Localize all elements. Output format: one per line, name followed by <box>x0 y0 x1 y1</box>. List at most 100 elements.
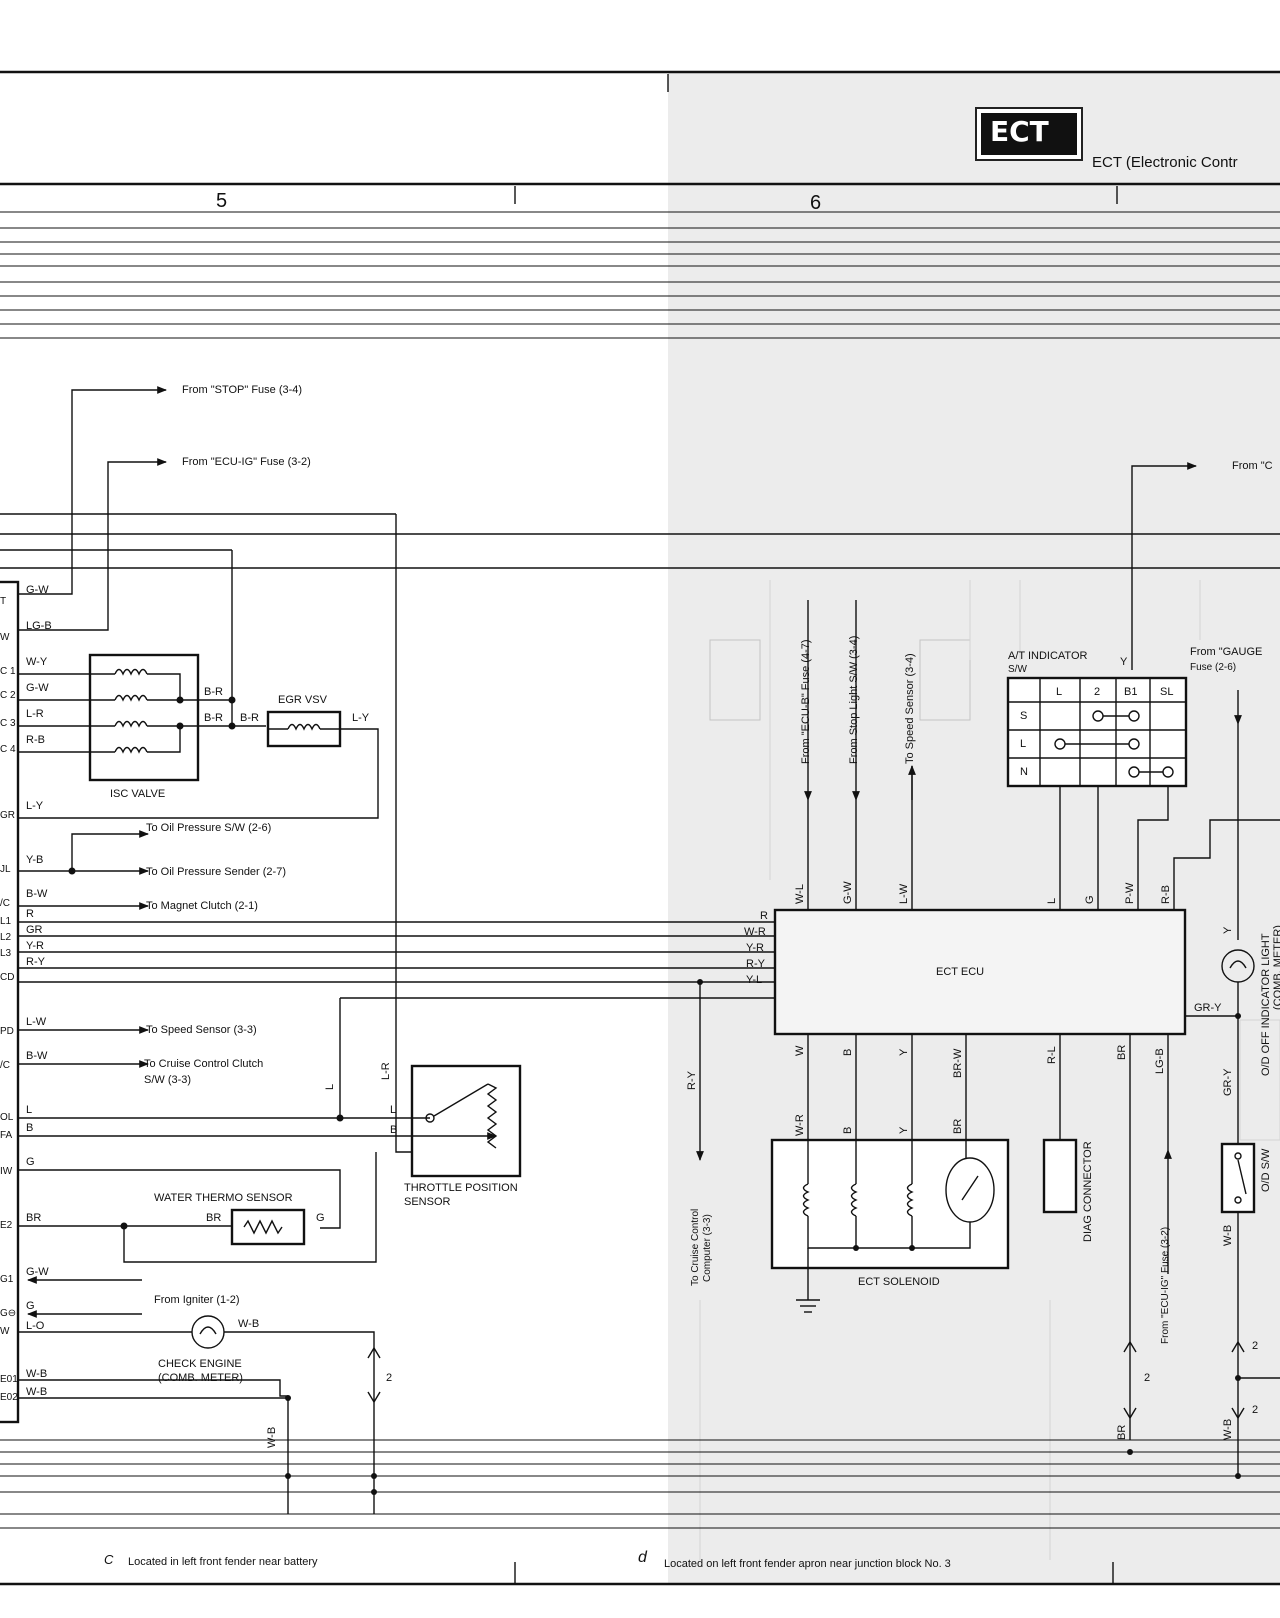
wire-code: G <box>316 1212 325 1224</box>
wire-code: W-B <box>1222 1418 1234 1440</box>
wire-code: LG-B <box>26 620 52 632</box>
column-6-label: 6 <box>810 192 822 214</box>
ecu-bottom-pin: BR <box>1116 1044 1128 1060</box>
at-row-label: S <box>1020 710 1028 722</box>
left-pin-label: GR <box>0 810 15 821</box>
wire-code: W-R <box>794 1114 806 1136</box>
at-col-label: 2 <box>1094 686 1101 698</box>
od-off-light-label: O/D OFF INDICATOR LIGHT <box>1260 933 1272 1076</box>
page-title: ECT (Electronic Contr <box>1092 154 1238 171</box>
wire-code: BR <box>1116 1424 1128 1440</box>
left-pin-label: FA <box>0 1130 13 1141</box>
top-bus-wires <box>0 211 1280 339</box>
at-row-label: L <box>1020 738 1027 750</box>
left-pin-label: /C <box>0 1060 10 1071</box>
ecu-bottom-pin: Y <box>898 1048 910 1056</box>
wire-code: R-Y <box>686 1071 698 1090</box>
wire-code: B-W <box>26 888 48 900</box>
ecu-bottom-pin: B <box>842 1048 854 1056</box>
left-pin-label: PD <box>0 1026 14 1037</box>
ecu-top-pin: L <box>1046 897 1058 904</box>
water-thermo-label: WATER THERMO SENSOR <box>154 1192 293 1204</box>
isc-valve-label: ISC VALVE <box>110 788 166 800</box>
ecu-bottom-pin: BR-W <box>952 1048 964 1078</box>
wire-code: W-B <box>26 1386 48 1398</box>
wire-code: BR <box>952 1118 964 1134</box>
water-thermo-box <box>230 1208 306 1246</box>
wire-code: L-W <box>26 1016 47 1028</box>
wire-code: Y <box>1222 926 1234 934</box>
ecu-bottom-pin: R-L <box>1046 1046 1058 1064</box>
left-pin-label: G⊖ <box>0 1308 17 1319</box>
left-pin-label: C 4 <box>0 744 16 755</box>
footer-note-d-mark: d <box>638 1549 647 1566</box>
from-c-feed: From "C <box>1232 460 1273 472</box>
wire-code: GR <box>26 924 43 936</box>
wire-code: L-O <box>26 1320 45 1332</box>
wire-code: G-W <box>26 584 49 596</box>
throttle-sensor-label: THROTTLE POSITION <box>404 1182 518 1194</box>
cruise-clutch-label: To Cruise Control Clutch <box>144 1058 264 1070</box>
cruise-computer-label-2: Computer (3-3) <box>702 1214 713 1282</box>
wire-code: W-B <box>26 1368 48 1380</box>
check-engine-label-2: (COMB. METER) <box>158 1372 243 1384</box>
left-pin-label: OL <box>0 1112 14 1123</box>
wire-code: BR <box>206 1212 222 1224</box>
left-pin-label: JL <box>0 864 11 875</box>
ecu-left-pin: Y-L <box>746 974 763 986</box>
wire-code: R <box>26 908 34 920</box>
left-pin-label: L2 <box>0 932 12 943</box>
bleed-through-marks <box>699 580 1280 1560</box>
wire-code: L <box>26 1104 33 1116</box>
diag-connector-label: DIAG CONNECTOR <box>1082 1141 1094 1242</box>
ecu-left-pin: W-R <box>744 926 766 938</box>
wire-code: B-W <box>26 1050 48 1062</box>
bottom-bus-wires <box>0 1439 1280 1529</box>
oil-pressure-sw-label: To Oil Pressure S/W (2-6) <box>146 822 272 834</box>
ecu-bottom-pin: LG-B <box>1154 1048 1166 1074</box>
ect-badge-text: ECT <box>990 115 1049 148</box>
wire-code: L <box>324 1083 336 1090</box>
ecu-bottom-pin: W <box>794 1045 806 1056</box>
connector-number: 2 <box>1252 1404 1259 1416</box>
at-indicator-title-2: S/W <box>1008 664 1027 675</box>
connector-number: 2 <box>1252 1340 1259 1352</box>
left-pin-label: W <box>0 632 10 643</box>
wire-code: G <box>26 1156 35 1168</box>
wire-code: W-B <box>266 1426 278 1448</box>
ecu-ig-fuse-feed: From "ECU-IG" Fuse (3-2) <box>182 456 311 468</box>
speed-sensor-top-label: To Speed Sensor (3-4) <box>904 653 916 764</box>
ect-ecu-box <box>773 908 1187 1036</box>
left-pin-label: /C <box>0 898 10 909</box>
wire-code: L-Y <box>352 712 370 724</box>
wire-code: B-R <box>204 712 223 724</box>
at-indicator-switch <box>1006 676 1188 788</box>
at-indicator-title: A/T INDICATOR <box>1008 650 1088 662</box>
gauge-fuse-feed: From "GAUGE <box>1190 646 1263 658</box>
left-pin-label: E2 <box>0 1220 13 1231</box>
check-engine-label: CHECK ENGINE <box>158 1358 242 1370</box>
oil-pressure-sender-label: To Oil Pressure Sender (2-7) <box>146 866 286 878</box>
left-pin-label: CD <box>0 972 15 983</box>
ect-badge <box>981 113 1077 155</box>
wire-code: W-Y <box>26 656 48 668</box>
left-pin-label: C 2 <box>0 690 16 701</box>
wire-code: Y-B <box>26 854 44 866</box>
left-pin-label: W <box>0 1326 10 1337</box>
column-5-label: 5 <box>216 190 228 212</box>
od-off-light-label-2: (COMB. METER) <box>1272 925 1280 1010</box>
engine-ecu-box <box>0 580 20 1424</box>
ecu-top-pin: L-W <box>898 883 910 904</box>
wire-code: B-R <box>204 686 223 698</box>
left-pin-label: E01 <box>0 1374 18 1385</box>
isc-coils <box>114 668 148 754</box>
ecu-right-pin: GR-Y <box>1194 1002 1222 1014</box>
speed-sensor-label: To Speed Sensor (3-3) <box>146 1024 257 1036</box>
wire-code: R-B <box>26 734 45 746</box>
connector-number: 2 <box>386 1372 393 1384</box>
wire-code: Y-R <box>26 940 44 952</box>
at-row-label: N <box>1020 766 1028 778</box>
wire-code: G <box>26 1300 35 1312</box>
left-pin-label: L1 <box>0 916 12 927</box>
